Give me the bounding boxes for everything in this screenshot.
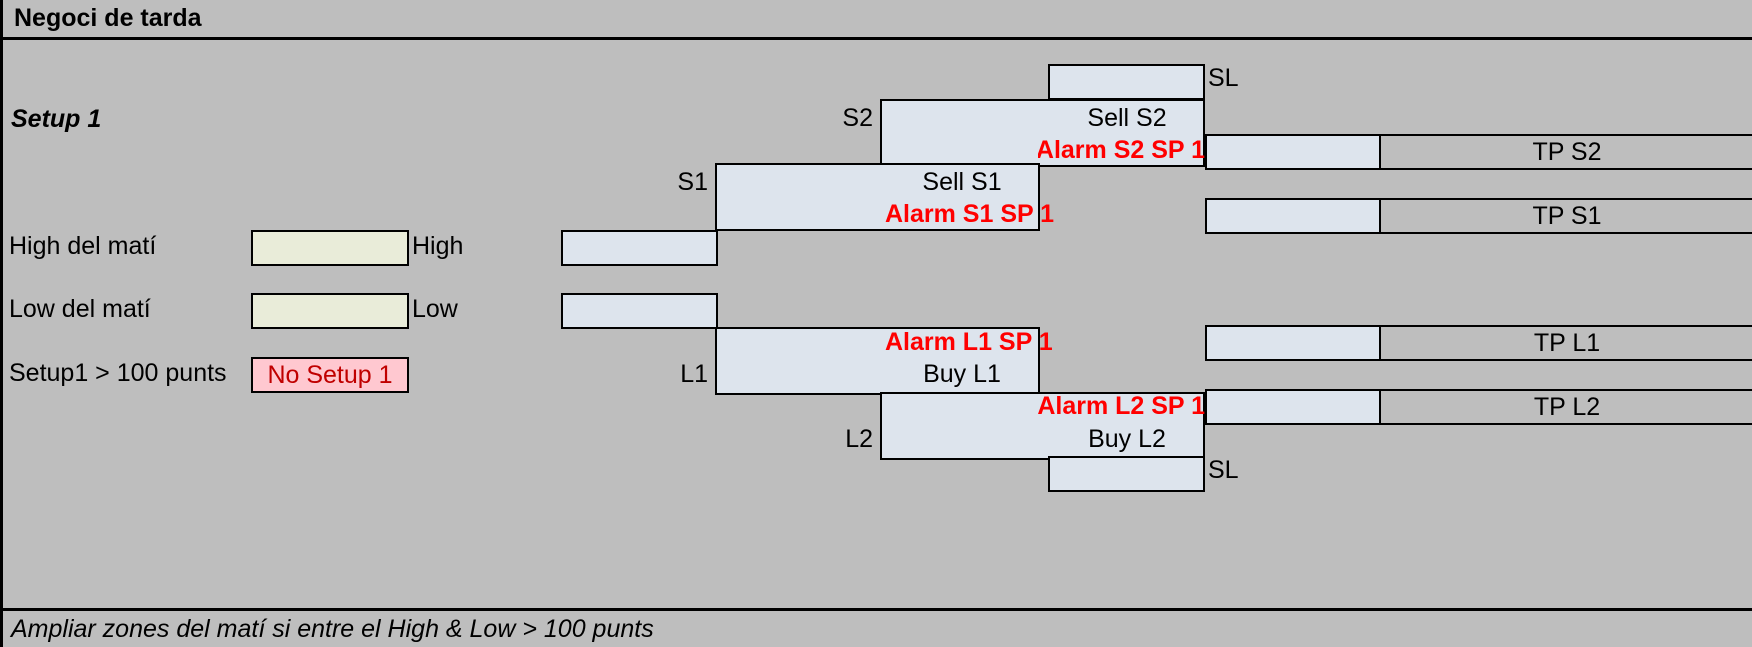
- action-label-buy-l1: Buy L1: [923, 360, 1001, 388]
- tp-box-s2[interactable]: TP S2: [1379, 134, 1752, 170]
- footer-bar: Ampliar zones del matí si entre el High …: [3, 608, 1752, 647]
- alarm-label-l1: Alarm L1 SP 1: [885, 328, 1053, 356]
- level-label-l2: L2: [845, 425, 873, 453]
- zone-stop-loss-bottom[interactable]: [1048, 456, 1205, 492]
- alarm-label-l2-text: Alarm L2 SP 1: [1038, 392, 1205, 420]
- alarm-label-s2: Alarm S2 SP 1: [1038, 136, 1205, 168]
- zone-high-band[interactable]: [561, 230, 718, 266]
- tp-box-l1[interactable]: TP L1: [1379, 325, 1752, 361]
- input-high-del-mati[interactable]: [251, 230, 409, 266]
- label-high: High: [412, 232, 464, 260]
- input-low-del-mati-value: [253, 295, 407, 301]
- footer-note: Ampliar zones del matí si entre el High …: [11, 615, 654, 643]
- input-high-del-mati-value: [253, 232, 407, 238]
- zone-stop-loss-top[interactable]: [1048, 64, 1205, 100]
- zone-s1[interactable]: [715, 163, 1040, 231]
- level-label-s2: S2: [842, 104, 873, 132]
- zone-l1[interactable]: [715, 327, 1040, 395]
- label-high-del-mati: High del matí: [9, 232, 157, 260]
- alarm-label-s1: Alarm S1 SP 1: [885, 200, 1055, 228]
- zone-low-band[interactable]: [561, 293, 718, 329]
- zone-l1-target-track[interactable]: [1205, 325, 1381, 361]
- action-label-sell-s1: Sell S1: [922, 168, 1002, 196]
- level-label-l1: L1: [680, 360, 708, 388]
- tp-box-s1[interactable]: TP S1: [1379, 198, 1752, 234]
- status-badge-setup1[interactable]: No Setup 1: [251, 357, 409, 393]
- zone-s1-target-track[interactable]: [1205, 198, 1381, 234]
- setup-title: Setup 1: [11, 105, 102, 133]
- label-stop-loss-top: SL: [1208, 64, 1239, 92]
- zone-l2[interactable]: [880, 392, 1205, 460]
- label-setup1-threshold: Setup1 > 100 punts: [9, 359, 227, 387]
- alarm-label-l2: Alarm L2 SP 1: [1038, 392, 1205, 424]
- level-label-s1: S1: [677, 168, 708, 196]
- tp-box-l2[interactable]: TP L2: [1379, 389, 1752, 425]
- zone-s2-target-track[interactable]: [1205, 134, 1381, 170]
- zone-l2-target-track[interactable]: [1205, 389, 1381, 425]
- label-stop-loss-bottom: SL: [1208, 456, 1239, 484]
- input-low-del-mati[interactable]: [251, 293, 409, 329]
- zone-s2[interactable]: [880, 99, 1205, 167]
- label-low: Low: [412, 295, 458, 323]
- page-title: Negoci de tarda: [14, 4, 202, 32]
- action-label-sell-s2: Sell S2: [1087, 104, 1167, 132]
- action-label-buy-l2: Buy L2: [1088, 425, 1166, 453]
- label-low-del-mati: Low del matí: [9, 295, 151, 323]
- header-bar: Negoci de tarda: [3, 0, 1752, 40]
- alarm-label-s2-text: Alarm S2 SP 1: [1038, 136, 1205, 164]
